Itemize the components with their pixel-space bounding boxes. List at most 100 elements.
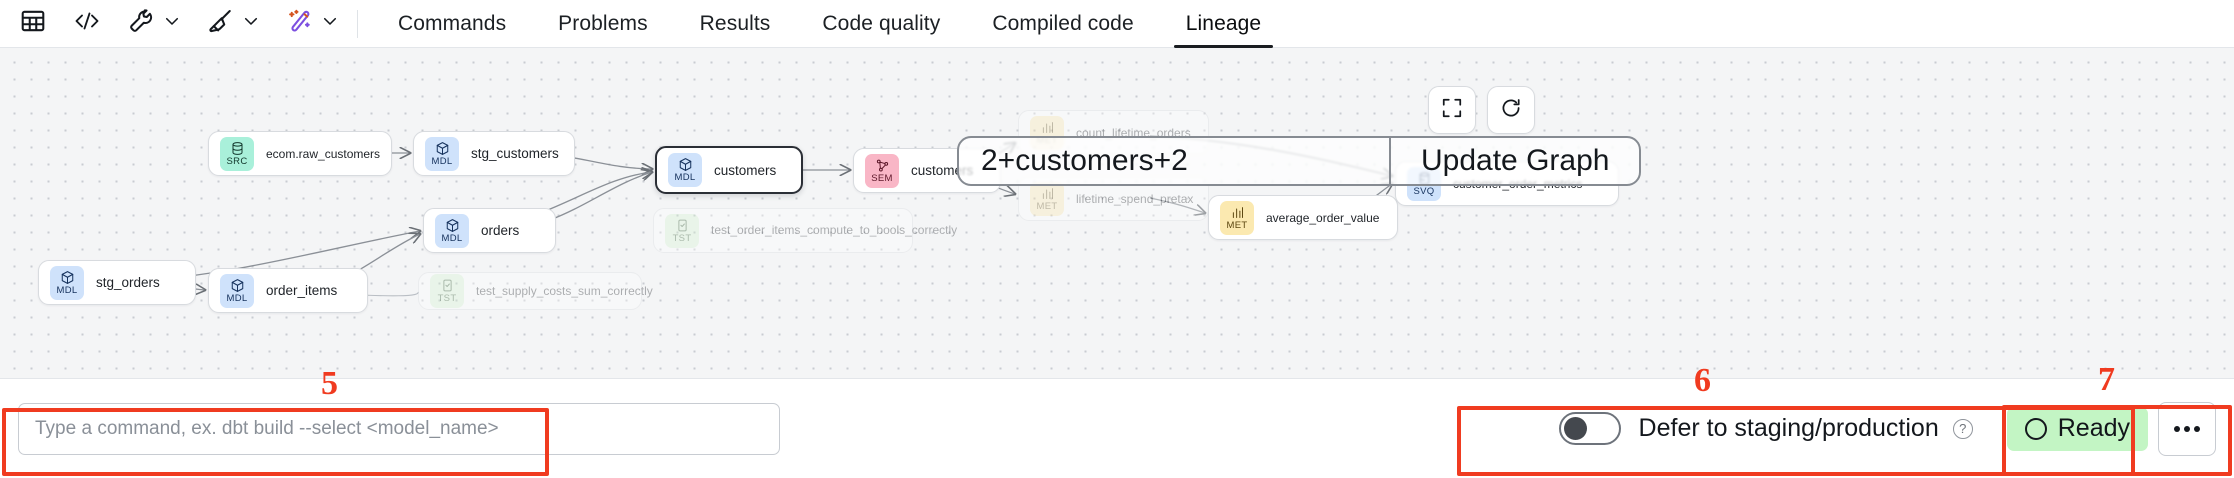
fullscreen-icon bbox=[1441, 97, 1463, 124]
node-label: order_items bbox=[266, 283, 338, 298]
tab-label: Compiled code bbox=[992, 11, 1134, 35]
toolbar-divider bbox=[357, 9, 358, 38]
node-type-label: MDL bbox=[441, 232, 463, 244]
tab-commands[interactable]: Commands bbox=[372, 0, 532, 48]
node-label: stg_orders bbox=[96, 275, 160, 290]
question-mark-icon[interactable]: ? bbox=[1952, 418, 1973, 439]
check-icon bbox=[675, 218, 690, 233]
wrench-icon bbox=[128, 8, 154, 39]
ellipsis-icon bbox=[2174, 425, 2200, 432]
overlay-divider bbox=[1389, 138, 1391, 184]
node-type-label: SEM bbox=[871, 172, 893, 184]
refresh-graph-button[interactable] bbox=[1487, 86, 1535, 134]
refresh-icon bbox=[1500, 97, 1522, 124]
top-toolbar: Commands Problems Results Code quality C… bbox=[0, 0, 2234, 48]
circle-icon bbox=[2024, 417, 2047, 440]
lineage-node-order_items[interactable]: MDL order_items bbox=[208, 268, 368, 313]
lineage-node-orders[interactable]: MDL orders bbox=[423, 208, 556, 253]
ai-assist-group bbox=[282, 7, 343, 41]
build-tools-group bbox=[124, 7, 185, 41]
build-tools-chevron[interactable] bbox=[159, 7, 185, 41]
update-graph-button[interactable]: Update Graph bbox=[1391, 138, 1639, 184]
cube-icon bbox=[60, 270, 75, 285]
chart-icon bbox=[1040, 120, 1055, 135]
command-input[interactable] bbox=[18, 402, 780, 455]
node-type-badge-mdl: MDL bbox=[220, 273, 254, 308]
defer-toggle-label: Defer to staging/production bbox=[1638, 414, 1939, 442]
node-type-label: SVQ bbox=[1413, 185, 1435, 197]
node-type-label: MDL bbox=[226, 292, 248, 304]
graph-selector-overlay: Update Graph bbox=[957, 136, 1642, 186]
code-icon bbox=[73, 9, 101, 38]
tab-results[interactable]: Results bbox=[674, 0, 797, 48]
bottom-command-bar: Defer to staging/production ? Ready bbox=[0, 378, 2234, 478]
lineage-node-test_supply_costs[interactable]: TST test_supply_costs_sum_correctly bbox=[418, 272, 653, 310]
ai-assist-chevron[interactable] bbox=[317, 7, 343, 41]
defer-toggle-group: Defer to staging/production bbox=[1558, 412, 1939, 445]
chart-icon bbox=[1230, 205, 1245, 220]
chevron-down-icon bbox=[163, 12, 181, 35]
cube-icon bbox=[445, 218, 460, 233]
tab-code-quality[interactable]: Code quality bbox=[796, 0, 966, 48]
node-type-badge-tst: TST bbox=[665, 213, 699, 248]
tab-lineage[interactable]: Lineage bbox=[1160, 0, 1287, 48]
code-view-button[interactable] bbox=[70, 7, 104, 41]
node-label: ecom.raw_customers bbox=[266, 146, 381, 161]
defer-toggle[interactable] bbox=[1558, 412, 1621, 445]
tool-button-group bbox=[0, 0, 372, 48]
node-type-label: MDL bbox=[56, 284, 78, 296]
chevron-down-icon bbox=[242, 12, 260, 35]
status-ready-badge[interactable]: Ready bbox=[2006, 406, 2148, 451]
graph-selector-input[interactable] bbox=[959, 138, 1389, 184]
semantic-icon bbox=[875, 158, 890, 173]
tab-compiled-code[interactable]: Compiled code bbox=[966, 0, 1159, 48]
tab-label: Code quality bbox=[822, 11, 941, 35]
tab-label: Results bbox=[699, 11, 771, 35]
node-type-label: SRC bbox=[226, 155, 248, 167]
build-tools-button[interactable] bbox=[124, 7, 158, 41]
node-label: average_order_value bbox=[1266, 210, 1380, 225]
cube-icon bbox=[230, 278, 245, 293]
format-button[interactable] bbox=[203, 7, 237, 41]
toggle-knob bbox=[1563, 417, 1587, 440]
ai-assist-button[interactable] bbox=[282, 7, 316, 41]
fit-view-button[interactable] bbox=[1428, 86, 1476, 134]
node-type-label: MET bbox=[1036, 200, 1058, 212]
chevron-down-icon bbox=[321, 12, 339, 35]
node-type-badge-src: SRC bbox=[220, 136, 254, 171]
node-label: orders bbox=[481, 223, 520, 238]
lineage-node-average_order_value[interactable]: MET average_order_value bbox=[1208, 195, 1398, 240]
more-options-button[interactable] bbox=[2158, 401, 2216, 456]
node-type-badge-tst: TST bbox=[430, 274, 464, 308]
command-input-wrapper bbox=[18, 402, 780, 455]
node-type-badge-mdl: MDL bbox=[50, 265, 84, 300]
database-icon bbox=[230, 141, 245, 156]
format-chevron[interactable] bbox=[238, 7, 264, 41]
tab-label: Commands bbox=[398, 11, 507, 35]
table-icon bbox=[20, 8, 46, 39]
tab-label: Problems bbox=[558, 11, 648, 35]
tab-problems[interactable]: Problems bbox=[532, 0, 674, 48]
chart-icon bbox=[1040, 186, 1055, 201]
status-text: Ready bbox=[2057, 414, 2130, 442]
node-type-badge-met: MET bbox=[1030, 181, 1064, 216]
cube-icon bbox=[678, 157, 693, 172]
panel-tabs: Commands Problems Results Code quality C… bbox=[372, 0, 1287, 48]
cube-icon bbox=[435, 141, 450, 156]
lineage-node-stg_customers[interactable]: MDL stg_customers bbox=[413, 131, 575, 176]
node-label: stg_customers bbox=[471, 146, 559, 161]
node-label: lifetime_spend_pretax bbox=[1076, 191, 1194, 206]
lineage-node-ecom_raw_customers[interactable]: SRC ecom.raw_customers bbox=[208, 131, 392, 176]
format-group bbox=[203, 7, 264, 41]
node-type-badge-met: MET bbox=[1220, 200, 1254, 235]
node-label: customers bbox=[714, 162, 777, 178]
node-type-label: MDL bbox=[431, 155, 453, 167]
node-label: test_supply_costs_sum_correctly bbox=[476, 283, 653, 298]
node-type-badge-sem: SEM bbox=[865, 153, 899, 188]
lineage-node-stg_orders[interactable]: MDL stg_orders bbox=[38, 260, 196, 305]
table-view-button[interactable] bbox=[16, 7, 50, 41]
